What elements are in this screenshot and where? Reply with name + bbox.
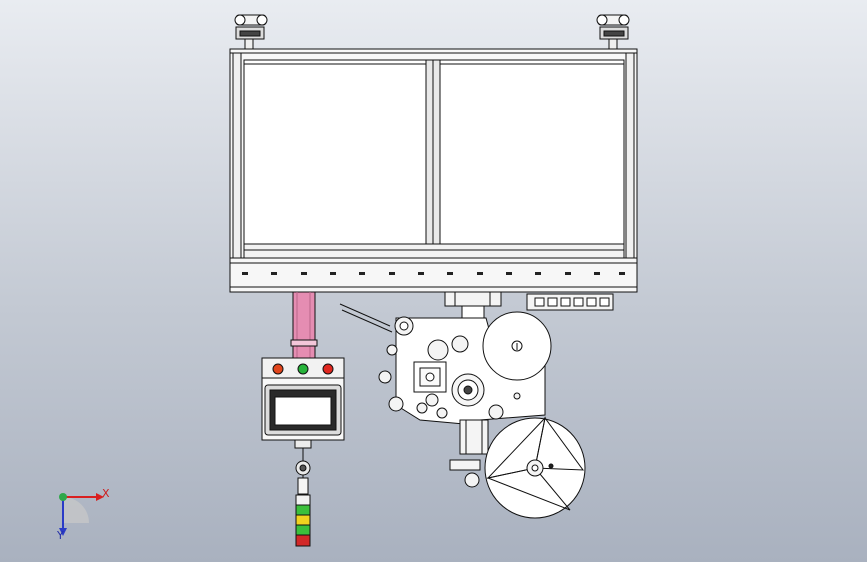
axis-y-label: Y [57,529,64,542]
axis-triad [59,493,104,536]
cabinet-frame [229,48,638,293]
labeling-head [339,303,552,488]
control-box [261,357,345,449]
signal-tower [295,448,311,547]
caster-wheel-right [596,14,630,50]
lower-reel [484,416,586,519]
axis-x-label: X [102,487,110,500]
support-column [290,291,318,361]
caster-wheel-left [234,14,268,50]
